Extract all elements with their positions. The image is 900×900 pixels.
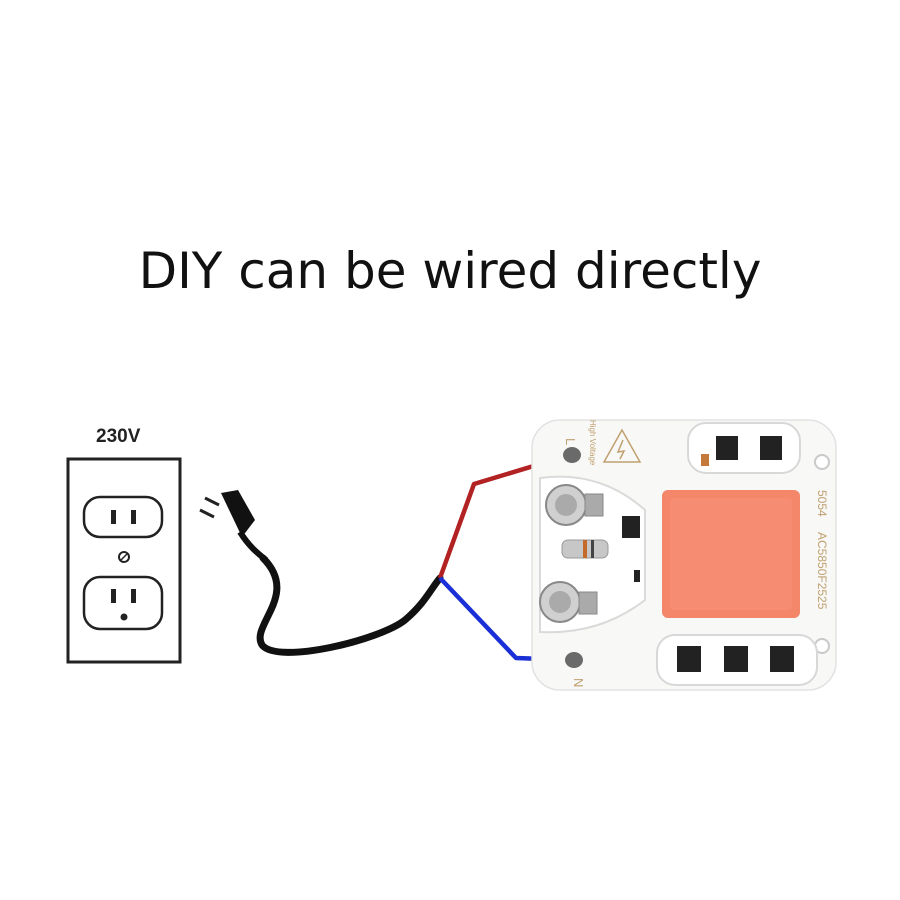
- power-cord: [256, 554, 444, 656]
- terminal-l-label: L: [563, 438, 578, 445]
- board-number-text: 5054: [815, 490, 829, 517]
- plug-icon: [199, 490, 268, 563]
- capacitor: [539, 581, 598, 623]
- board-model-text: AC5850F2525: [815, 532, 829, 610]
- terminal-n-label: N: [571, 678, 586, 687]
- warning-triangle-icon: [602, 428, 642, 463]
- page-title: DIY can be wired directly: [138, 242, 762, 300]
- warning-text: High Voltage: [588, 420, 597, 466]
- voltage-label: 230V: [96, 426, 141, 447]
- led-chip-board: L N High Voltage 5054 AC5850F2525: [531, 419, 837, 691]
- capacitor: [545, 484, 604, 526]
- power-outlet-icon: [66, 457, 182, 664]
